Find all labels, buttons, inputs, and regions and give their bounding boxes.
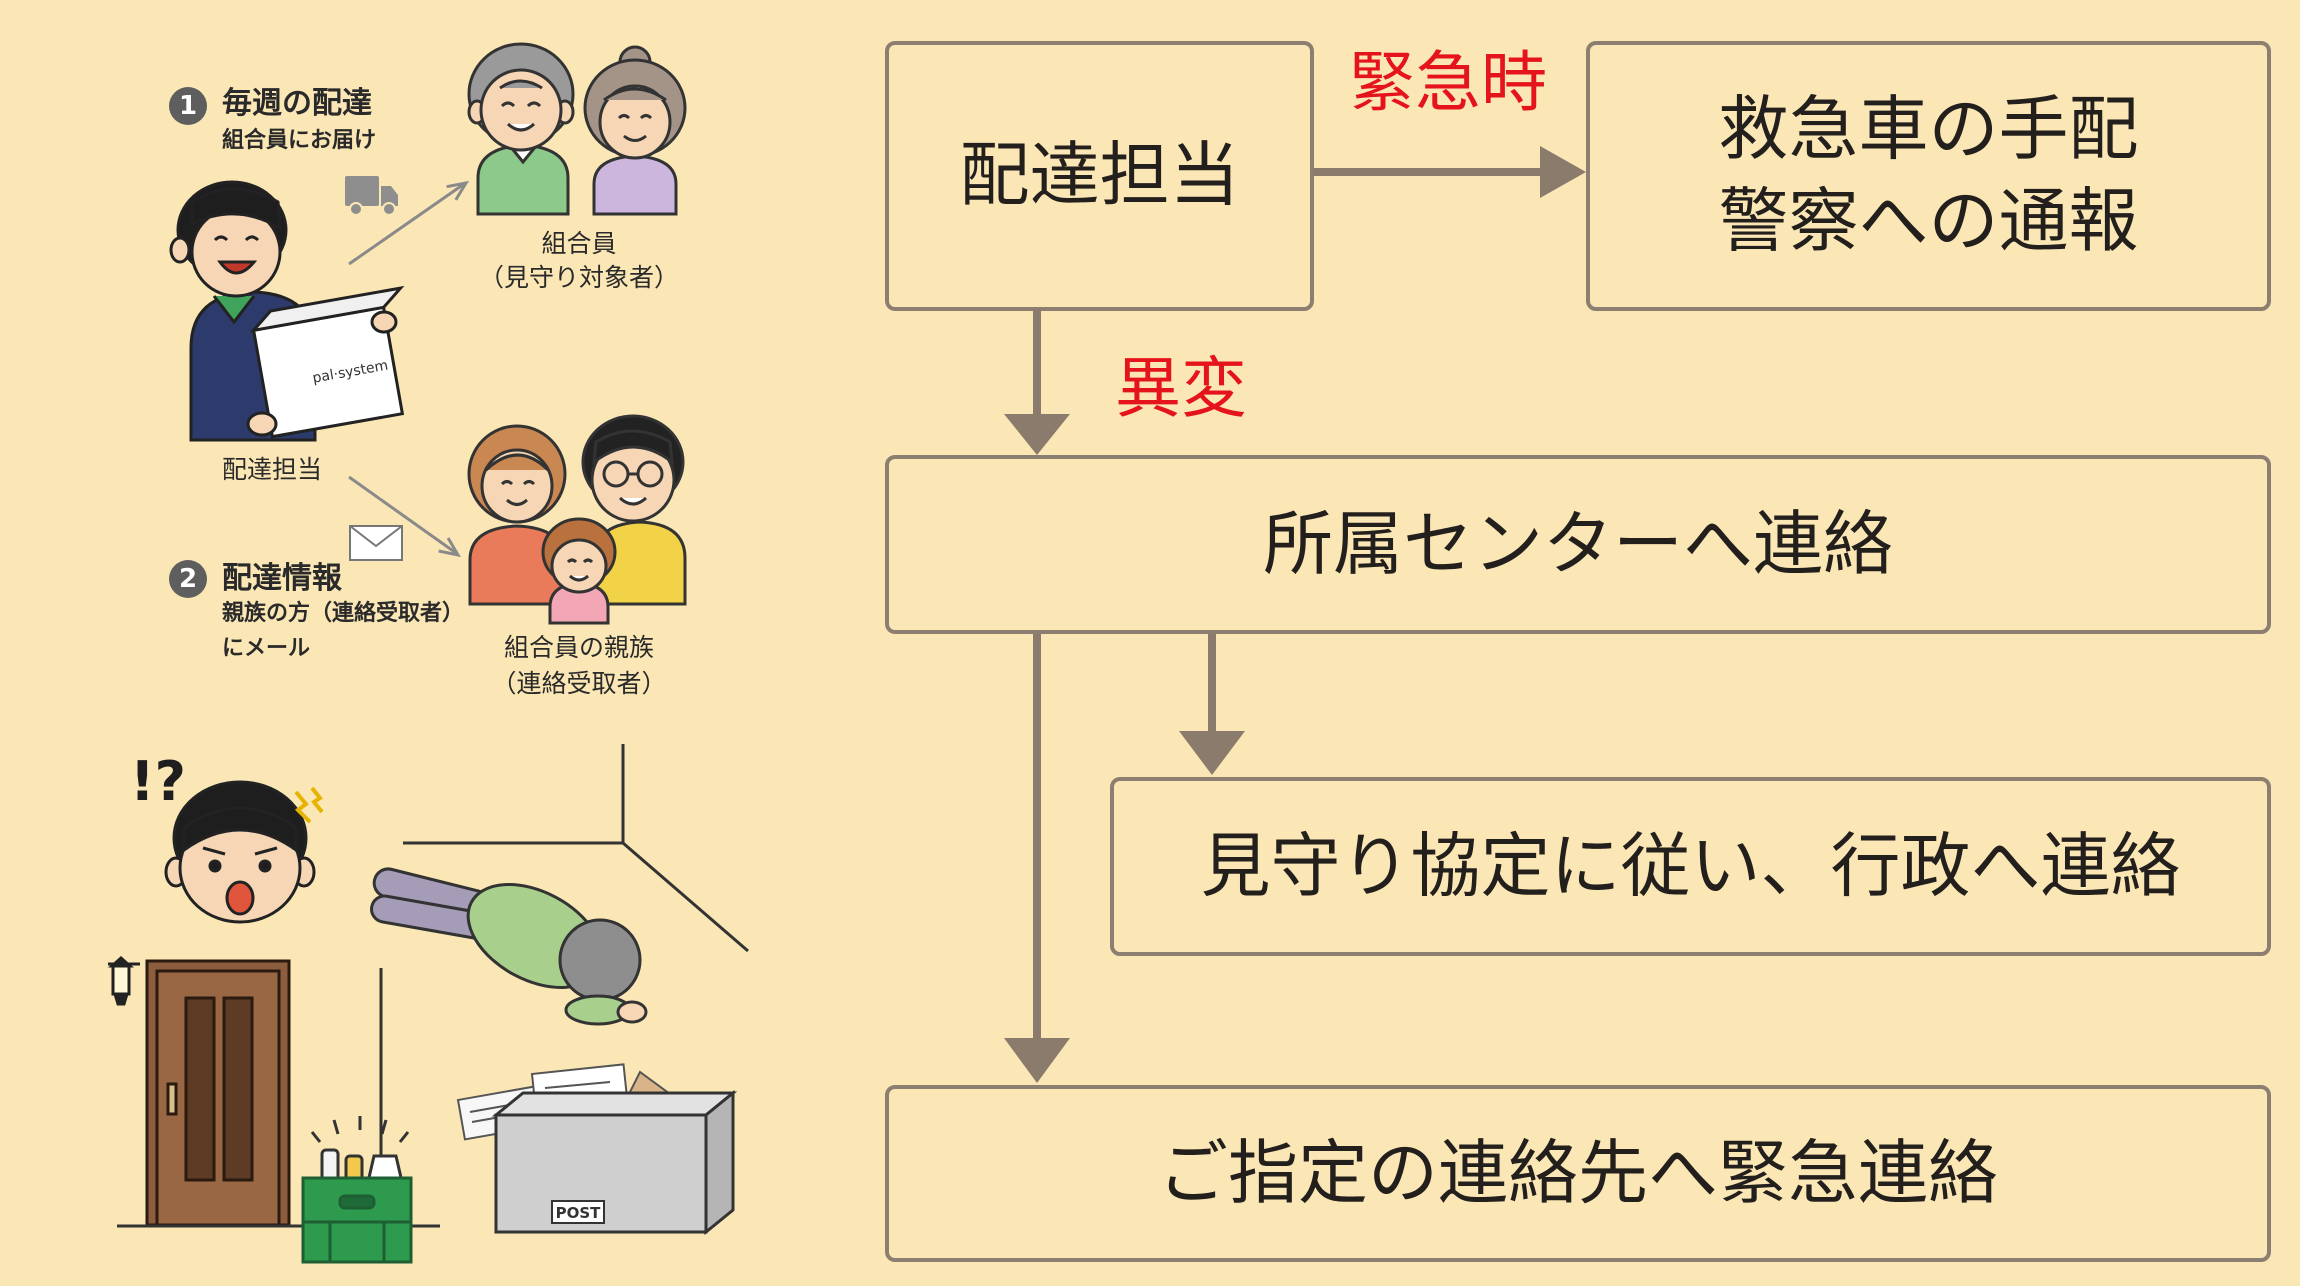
mailbox (491, 1089, 738, 1236)
elderly-man-figure (467, 42, 575, 216)
arrow-center-to-government (1179, 634, 1245, 775)
step-2-caption-line-1: 親族の方（連絡受取者） (222, 601, 465, 626)
envelope-icon (349, 525, 403, 561)
family-child-figure (541, 517, 617, 625)
node-emergency-response-line-2: 警察への通報 (1718, 180, 2139, 262)
shock-lines (294, 786, 324, 824)
node-designated-contact: ご指定の連絡先へ緊急連絡 (885, 1085, 2271, 1262)
member-role: （見守り対象者） (478, 263, 679, 292)
room-corner-lines (403, 744, 749, 953)
edge-label-emergency: 緊急時 (1349, 44, 1547, 121)
node-designated-contact-text: ご指定の連絡先へ緊急連絡 (1158, 1131, 1998, 1214)
step-1-caption: 組合員にお届け (222, 128, 377, 153)
node-government-contact-text: 見守り協定に従い、行政へ連絡 (1200, 824, 2181, 907)
node-emergency-response-line-1: 救急車の手配 (1718, 88, 2139, 171)
delivery-box: pal·system (249, 285, 405, 439)
node-center-contact: 所属センターへ連絡 (885, 455, 2271, 634)
sparkle-lines (310, 1116, 410, 1143)
node-delivery-staff: 配達担当 (885, 41, 1314, 311)
delivery-crate (301, 1148, 413, 1264)
surprised-person-figure (164, 780, 316, 924)
elderly-woman-figure (583, 45, 687, 216)
family-mother-figure (467, 424, 567, 606)
delivery-person-hands (246, 310, 398, 437)
illustration-panel: pal·system (108, 42, 749, 1264)
fallen-member-figure (370, 867, 648, 1026)
node-emergency-response: 救急車の手配 警察への通報 (1586, 41, 2271, 311)
arrow-staff-to-emergency (1314, 146, 1586, 198)
member-label: 組合員 (541, 229, 617, 258)
family-father-figure (581, 414, 687, 606)
step-2-title: 配達情報 (222, 561, 342, 596)
wall-lamp (108, 955, 140, 1006)
delivery-arrow (348, 180, 470, 266)
step-1-badge: 1 (169, 87, 207, 125)
arrow-center-to-designated-contact (1004, 634, 1070, 1083)
delivery-staff-label: 配達担当 (221, 455, 322, 484)
node-delivery-staff-text: 配達担当 (959, 134, 1240, 217)
surprise-mark: !? (130, 750, 186, 813)
step-2-badge: 2 (169, 560, 207, 598)
member-family-role: （連絡受取者） (491, 669, 667, 698)
step-2-caption-line-2: にメール (222, 636, 311, 661)
step-1-title: 毎週の配達 (222, 86, 372, 121)
truck-icon (345, 176, 398, 216)
arrow-staff-to-center (1004, 311, 1070, 455)
edge-label-anomaly: 異変 (1115, 350, 1247, 427)
member-family-label: 組合員の親族 (503, 633, 654, 662)
node-center-contact-text: 所属センターへ連絡 (1263, 502, 1893, 585)
mailbox-label: POST (556, 1204, 602, 1222)
node-government-contact: 見守り協定に従い、行政へ連絡 (1110, 777, 2271, 956)
front-door (145, 959, 291, 1227)
mail-arrow (348, 475, 461, 558)
